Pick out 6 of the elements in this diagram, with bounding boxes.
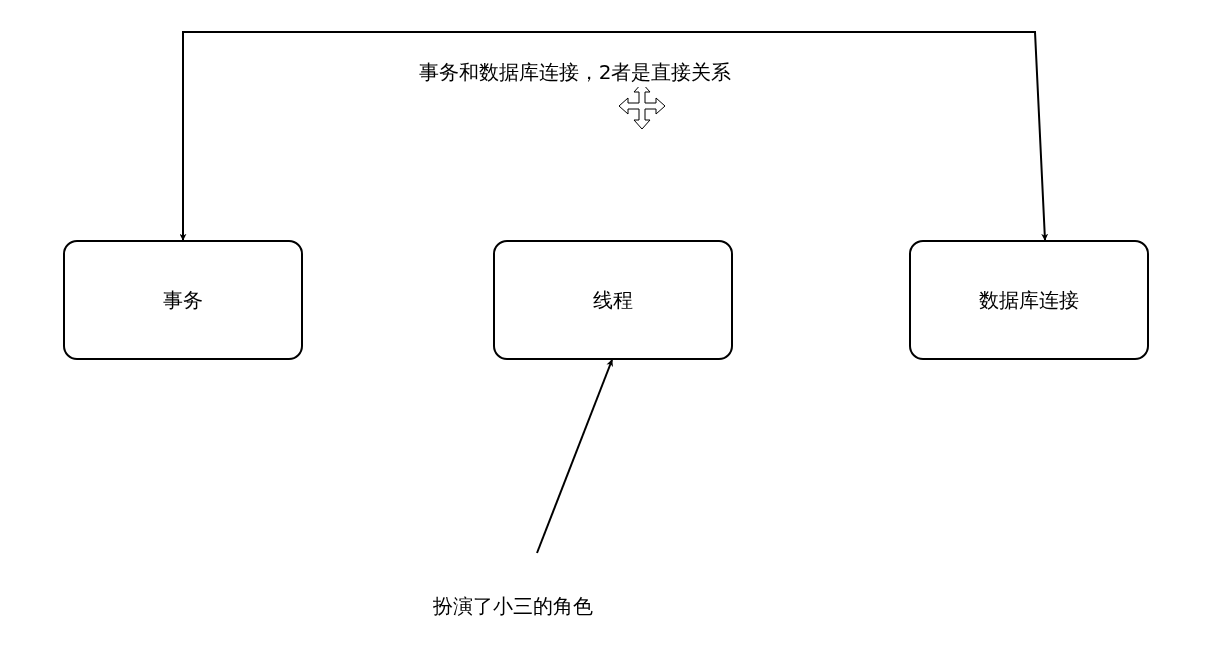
note-text: 扮演了小三的角色 (405, 553, 620, 621)
process-box: 线程 (493, 240, 733, 360)
process-box: 事务 (63, 240, 303, 360)
arrow (179, 31, 1049, 241)
arrow (536, 359, 613, 554)
process-box: 数据库连接 (909, 240, 1149, 360)
